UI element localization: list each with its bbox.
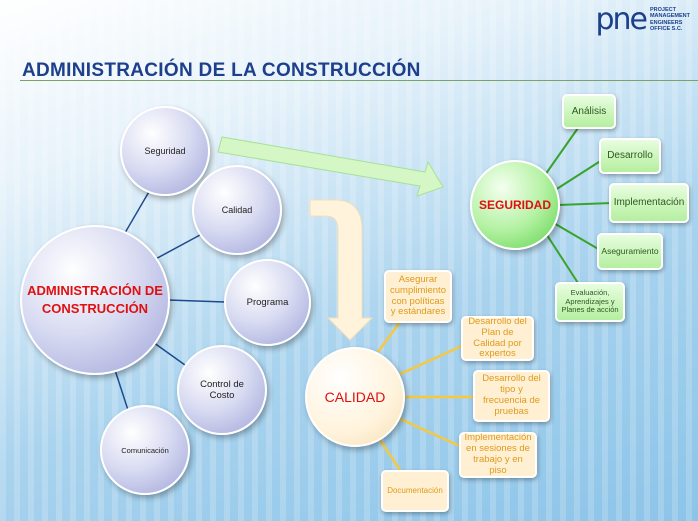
- calidad-item: Asegurar cumplimiento con políticas y es…: [384, 270, 452, 323]
- calidad-node: CALIDAD: [305, 347, 405, 447]
- blue-connectors: [114, 189, 226, 411]
- area-programa: Programa: [224, 259, 311, 346]
- beige-connectors: [376, 321, 476, 471]
- area-comunicacion: Comunicación: [100, 405, 190, 495]
- beige-arrow: [309, 199, 374, 341]
- seguridad-item: Evaluación, Aprendizajes y Planes de acc…: [555, 282, 625, 322]
- logo-line: ENGINEERS: [649, 19, 683, 26]
- logo-line: OFFICE S.C.: [649, 26, 683, 32]
- calidad-item: Desarrollo del Plan de Calidad por exper…: [461, 316, 534, 361]
- green-arrow: [217, 136, 444, 197]
- seguridad-item: Análisis: [562, 94, 616, 129]
- slide-title: ADMINISTRACIÓN DE LA CONSTRUCCIÓN: [22, 60, 421, 81]
- green-connectors: [544, 127, 613, 284]
- logo-mark: pne: [595, 2, 647, 37]
- logo-line: MANAGEMENT: [649, 13, 690, 19]
- area-seguridad: Seguridad: [120, 106, 210, 196]
- area-calidad: Calidad: [192, 165, 282, 255]
- central-node: ADMINISTRACIÓN DE CONSTRUCCIÓN: [20, 225, 170, 375]
- logo-text: PROJECT MANAGEMENT ENGINEERS OFFICE S.C.: [650, 7, 690, 33]
- calidad-item: Desarrollo del tipo y frecuencia de prue…: [473, 370, 550, 422]
- seguridad-item: Aseguramiento: [597, 233, 663, 270]
- company-logo: pne PROJECT MANAGEMENT ENGINEERS OFFICE …: [595, 2, 690, 37]
- title-underline: [20, 80, 698, 81]
- logo-line: PROJECT: [649, 6, 676, 13]
- seguridad-node: SEGURIDAD: [470, 160, 560, 250]
- calidad-item: Implementación en sesiones de trabajo y …: [459, 432, 537, 478]
- area-control-costo: Control de Costo: [177, 345, 267, 435]
- seguridad-item: Desarrollo: [599, 138, 661, 174]
- seguridad-item: Implementación: [609, 183, 689, 223]
- calidad-item: Documentación: [381, 470, 449, 512]
